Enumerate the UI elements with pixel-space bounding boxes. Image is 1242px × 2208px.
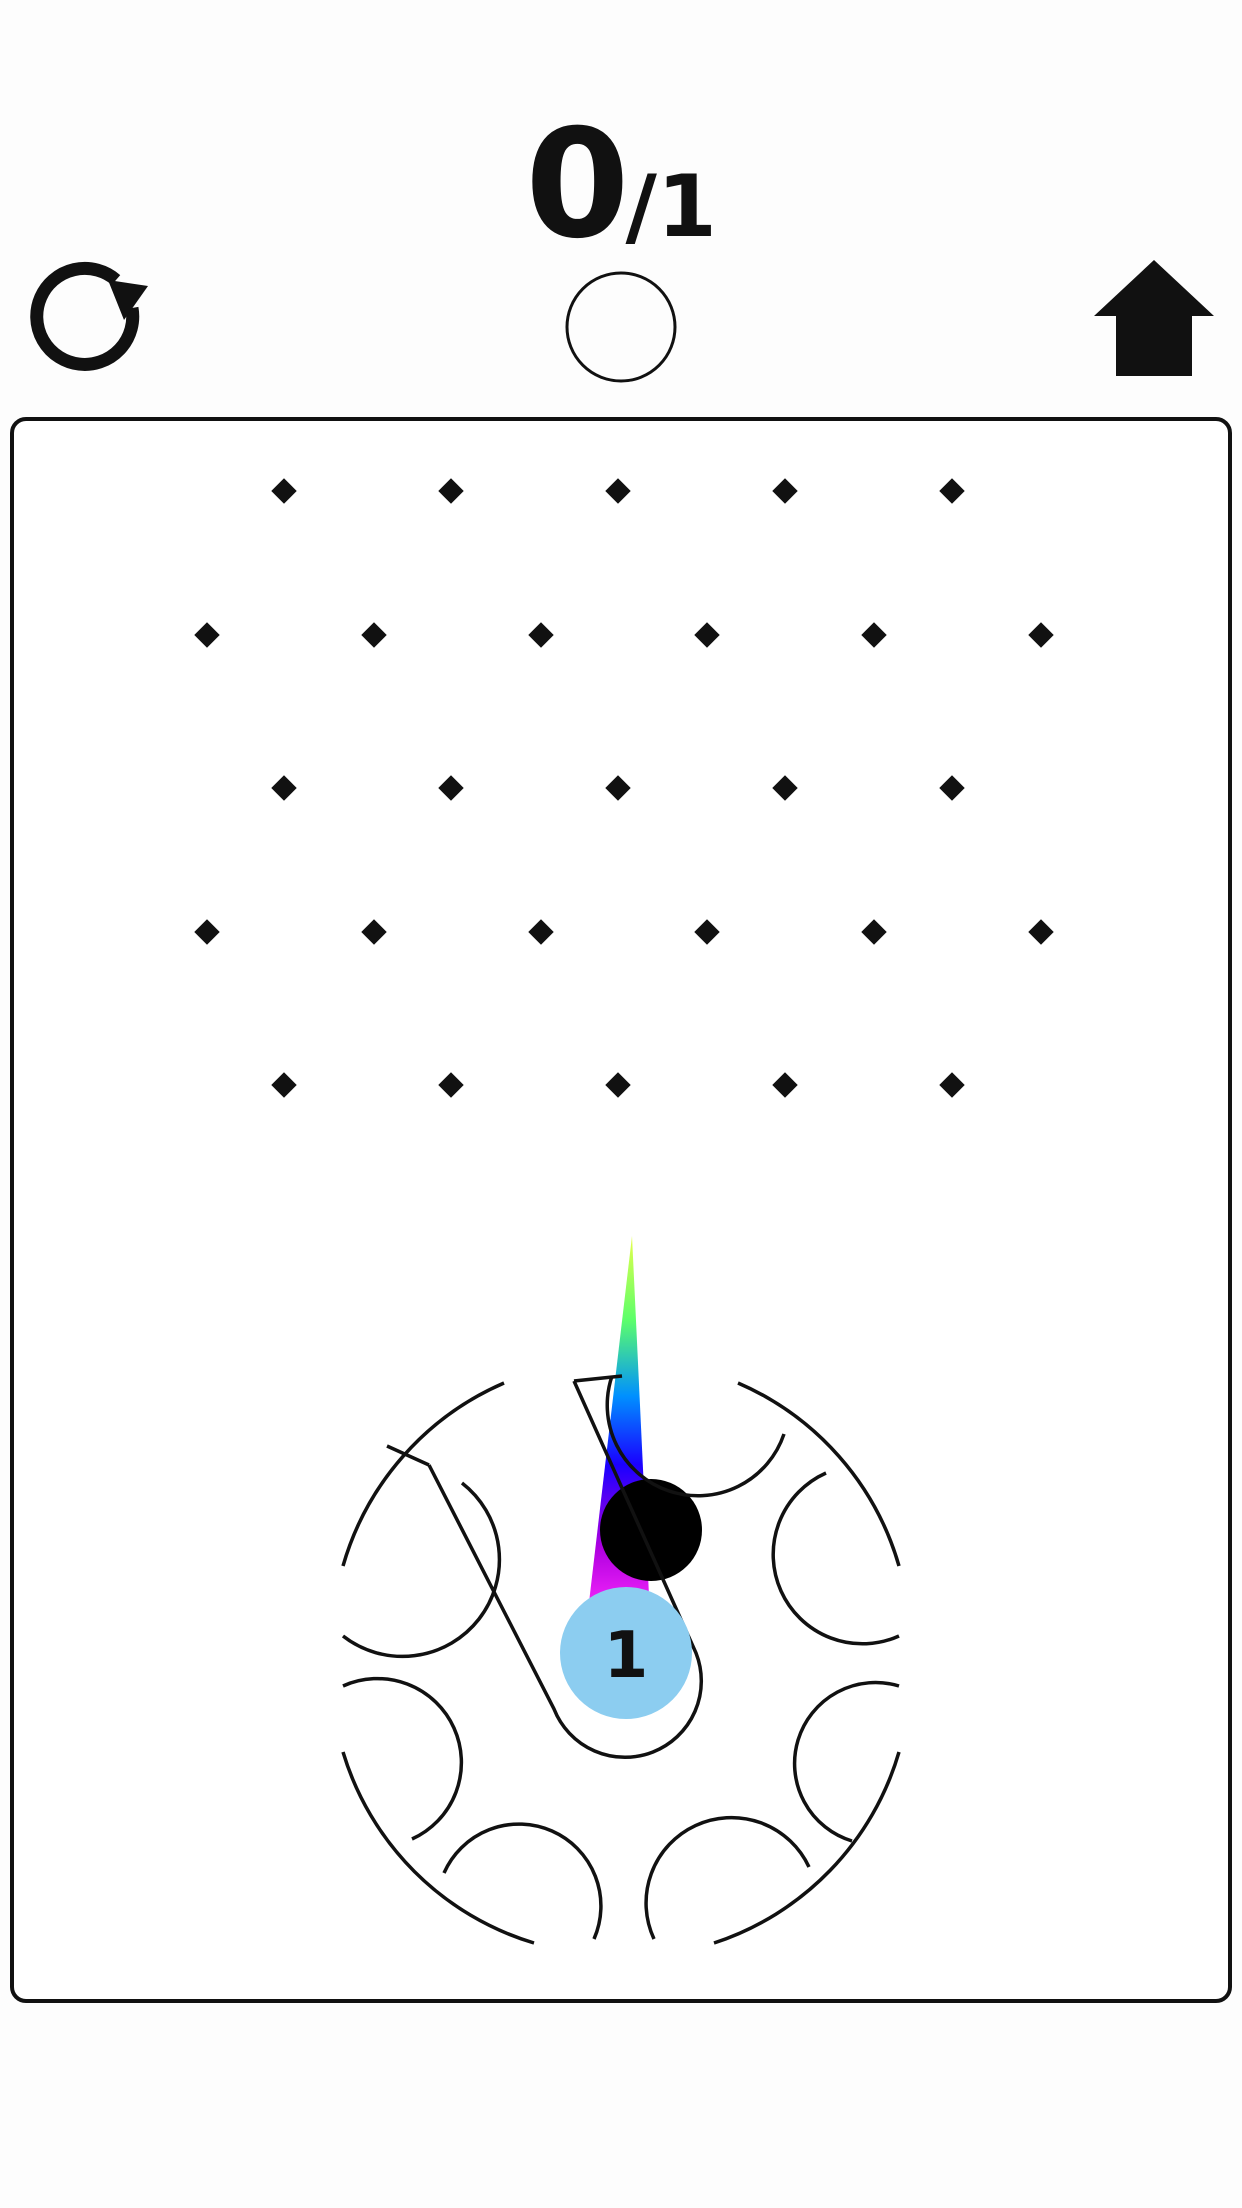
wheel-pocket-5 bbox=[442, 1822, 603, 1940]
target-indicator bbox=[564, 270, 678, 384]
peg bbox=[861, 622, 887, 648]
score-total: 1 bbox=[656, 157, 717, 257]
peg bbox=[939, 1072, 965, 1098]
wheel-pocket-4 bbox=[644, 1815, 811, 1940]
wheel-rim-left bbox=[341, 1381, 505, 1567]
wheel-pocket-6 bbox=[342, 1676, 464, 1841]
wheel-pocket-2 bbox=[771, 1471, 900, 1646]
wheel-channel bbox=[427, 1380, 704, 1760]
peg bbox=[605, 1072, 631, 1098]
wheel-rim-bottom bbox=[341, 1751, 535, 1945]
home-button[interactable] bbox=[1092, 258, 1216, 382]
wheel-pocket-1 bbox=[605, 1375, 786, 1498]
peg bbox=[528, 919, 554, 945]
wheel-ball bbox=[560, 1587, 692, 1719]
game-board[interactable]: 1 bbox=[10, 417, 1232, 2003]
peg bbox=[694, 919, 720, 945]
ball[interactable] bbox=[600, 1479, 702, 1581]
wheel-rim-bottom-right bbox=[713, 1751, 901, 1945]
peg bbox=[605, 478, 631, 504]
home-icon bbox=[1094, 260, 1214, 376]
peg-grid bbox=[194, 478, 1054, 1098]
peg bbox=[939, 775, 965, 801]
peg bbox=[438, 478, 464, 504]
wheel-rim-right-top bbox=[737, 1381, 901, 1567]
peg bbox=[438, 775, 464, 801]
score-separator: / bbox=[625, 157, 657, 257]
peg bbox=[271, 478, 297, 504]
wheel-ball-label: 1 bbox=[604, 1619, 649, 1693]
peg bbox=[438, 1072, 464, 1098]
peg bbox=[194, 919, 220, 945]
peg bbox=[361, 622, 387, 648]
peg bbox=[772, 1072, 798, 1098]
restart-icon bbox=[30, 261, 148, 371]
peg bbox=[271, 1072, 297, 1098]
peg bbox=[528, 622, 554, 648]
score-current: 0 bbox=[525, 98, 629, 272]
score-display: 0/1 bbox=[0, 110, 1242, 260]
peg bbox=[1028, 622, 1054, 648]
empty-circle-icon bbox=[565, 271, 677, 383]
peg bbox=[1028, 919, 1054, 945]
wheel-pocket-7 bbox=[341, 1481, 502, 1659]
peg bbox=[861, 919, 887, 945]
peg bbox=[694, 622, 720, 648]
board-canvas: 1 bbox=[194, 478, 1054, 1945]
peg bbox=[194, 622, 220, 648]
wheel-channel-inner bbox=[386, 1374, 623, 1467]
catcher-wheel bbox=[341, 1374, 901, 1945]
restart-button[interactable] bbox=[28, 258, 152, 382]
peg bbox=[772, 775, 798, 801]
wheel-pocket-3 bbox=[792, 1680, 900, 1843]
peg bbox=[772, 478, 798, 504]
peg bbox=[361, 919, 387, 945]
peg bbox=[939, 478, 965, 504]
peg bbox=[605, 775, 631, 801]
peg bbox=[271, 775, 297, 801]
